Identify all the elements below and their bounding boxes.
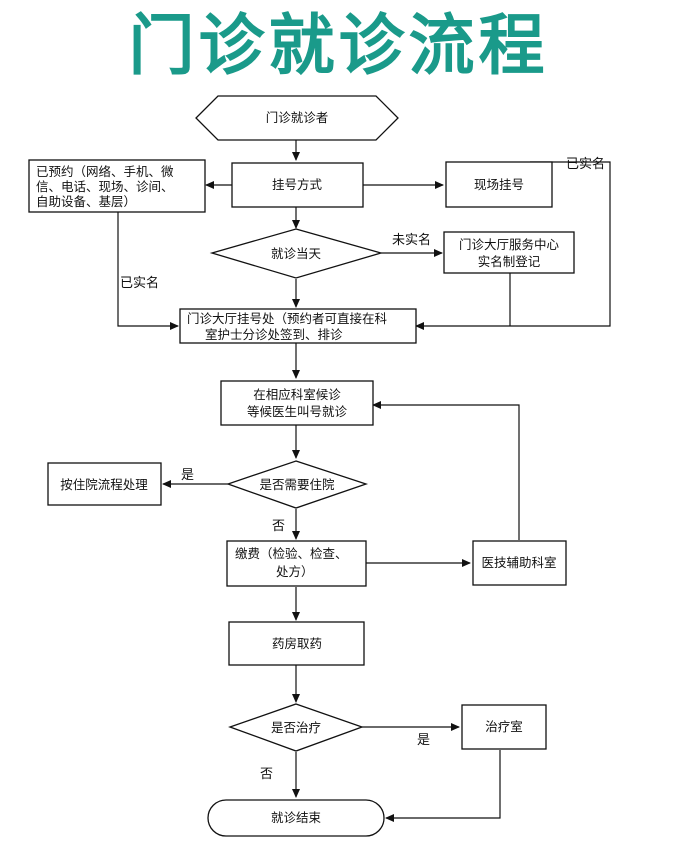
node-aux-dept: 医技辅助科室 bbox=[472, 540, 567, 586]
page-title: 门诊就诊流程 bbox=[128, 7, 549, 84]
edge-label-yes-treatment: 是 bbox=[417, 733, 430, 748]
edge-room-end bbox=[385, 750, 501, 822]
edge-label-not-realname: 未实名 bbox=[392, 232, 431, 248]
node-wait-dept: 在相应科室候诊 等候医生叫号就诊 bbox=[220, 380, 374, 426]
svg-text:已预约（网络、手机、微: 已预约（网络、手机、微 bbox=[36, 164, 174, 179]
svg-text:就诊结束: 就诊结束 bbox=[271, 810, 322, 825]
connectors bbox=[117, 140, 611, 822]
svg-text:门诊大厅服务中心: 门诊大厅服务中心 bbox=[459, 237, 560, 252]
node-onsite-register: 现场挂号 bbox=[445, 161, 553, 208]
node-pharmacy: 药房取药 bbox=[228, 621, 365, 666]
svg-text:医技辅助科室: 医技辅助科室 bbox=[481, 555, 556, 570]
node-end: 就诊结束 bbox=[207, 799, 385, 837]
edge-prereg-hall bbox=[117, 211, 179, 330]
node-need-hospital: 是否需要住院 bbox=[226, 460, 369, 509]
node-start: 门诊就诊者 bbox=[195, 95, 399, 141]
svg-text:就诊当天: 就诊当天 bbox=[271, 246, 322, 261]
edge-label-no-treatment: 否 bbox=[260, 767, 273, 782]
svg-text:处方）: 处方） bbox=[276, 564, 314, 579]
svg-text:室护士分诊处签到、排诊: 室护士分诊处签到、排诊 bbox=[205, 327, 343, 342]
node-hall-register: 门诊大厅挂号处（预约者可直接在科 室护士分诊处签到、排诊 bbox=[179, 308, 417, 344]
edge-label-no-hospital: 否 bbox=[272, 519, 285, 534]
svg-text:实名制登记: 实名制登记 bbox=[478, 254, 541, 269]
svg-text:药房取药: 药房取药 bbox=[272, 636, 322, 651]
edge-onsite-hall bbox=[415, 161, 611, 330]
node-treatment-room: 治疗室 bbox=[461, 704, 547, 750]
svg-text:信、电话、现场、诊间、: 信、电话、现场、诊间、 bbox=[36, 179, 174, 194]
svg-text:门诊就诊者: 门诊就诊者 bbox=[266, 110, 329, 125]
node-register-method: 挂号方式 bbox=[231, 162, 364, 208]
svg-text:挂号方式: 挂号方式 bbox=[272, 177, 323, 192]
svg-text:自助设备、基层）: 自助设备、基层） bbox=[36, 194, 136, 209]
node-preregistered: 已预约（网络、手机、微 信、电话、现场、诊间、 自助设备、基层） bbox=[28, 159, 206, 213]
svg-text:治疗室: 治疗室 bbox=[485, 719, 523, 734]
svg-text:等候医生叫号就诊: 等候医生叫号就诊 bbox=[247, 404, 348, 419]
node-visit-day: 就诊当天 bbox=[209, 228, 384, 279]
svg-text:是否治疗: 是否治疗 bbox=[271, 720, 321, 735]
svg-text:是否需要住院: 是否需要住院 bbox=[259, 477, 335, 492]
svg-text:在相应科室候诊: 在相应科室候诊 bbox=[253, 387, 341, 402]
node-need-treatment: 是否治疗 bbox=[228, 703, 364, 752]
svg-text:按住院流程处理: 按住院流程处理 bbox=[60, 477, 148, 492]
svg-text:现场挂号: 现场挂号 bbox=[474, 177, 524, 192]
svg-text:缴费（检验、检查、: 缴费（检验、检查、 bbox=[235, 546, 348, 561]
edge-label-yes-hospital: 是 bbox=[181, 468, 194, 483]
node-inpatient-process: 按住院流程处理 bbox=[47, 462, 162, 506]
svg-text:门诊大厅挂号处（预约者可直接在科: 门诊大厅挂号处（预约者可直接在科 bbox=[187, 311, 388, 326]
node-service-center: 门诊大厅服务中心 实名制登记 bbox=[443, 231, 575, 274]
edge-aux-wait bbox=[372, 401, 520, 540]
node-payment: 缴费（检验、检查、 处方） bbox=[226, 540, 367, 587]
edge-label-realname-left: 已实名 bbox=[120, 275, 159, 291]
edge-label-realname-top: 已实名 bbox=[566, 156, 605, 172]
